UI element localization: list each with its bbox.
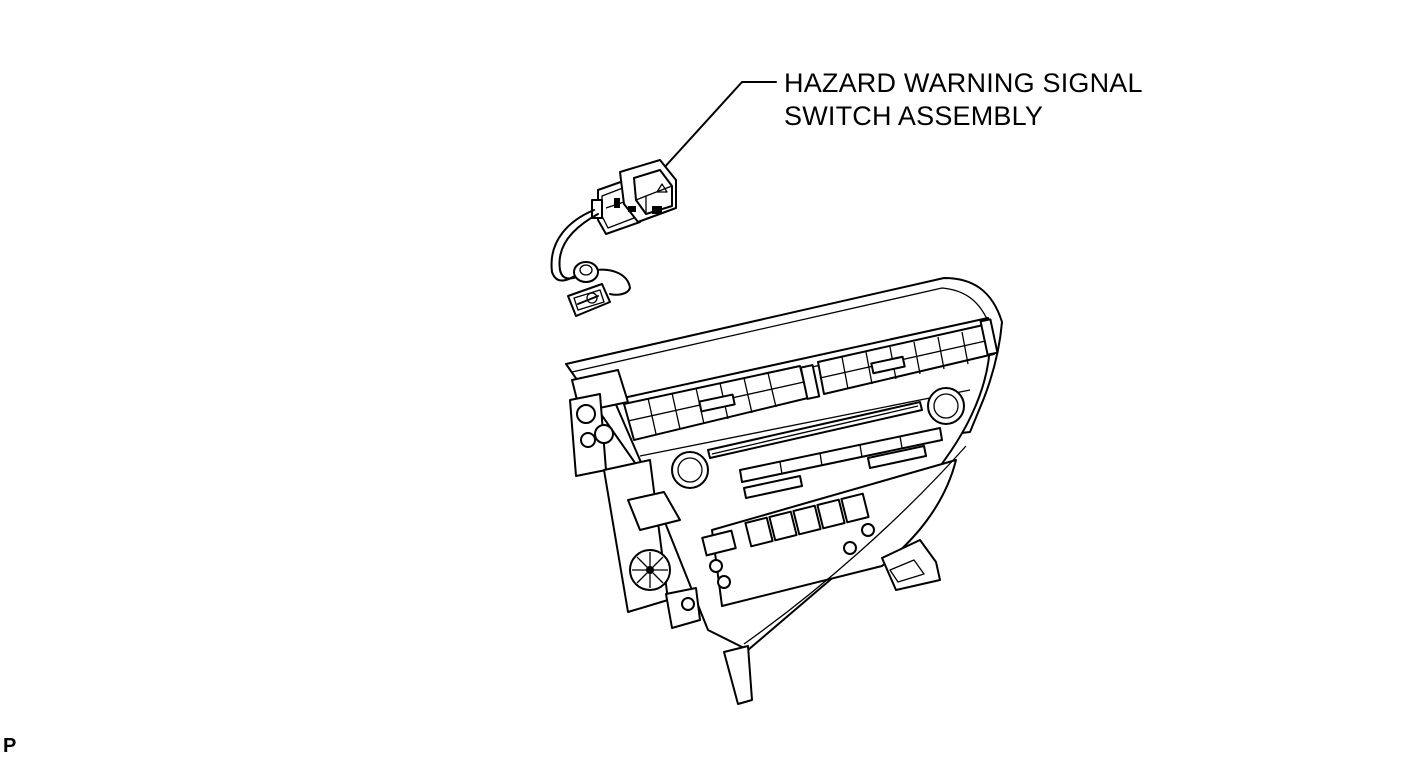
leader-line — [661, 81, 777, 171]
figure-code: P — [3, 735, 17, 757]
callout-label-line-2: SWITCH ASSEMBLY — [784, 101, 1044, 131]
right-knob — [927, 387, 965, 425]
left-knob — [671, 451, 709, 489]
warning-triangle-icon — [656, 183, 668, 193]
hazard-switch-assembly — [550, 159, 677, 317]
callout-label-line-1: HAZARD WARNING SIGNAL — [784, 68, 1143, 98]
center-cluster-panel — [565, 277, 1003, 705]
